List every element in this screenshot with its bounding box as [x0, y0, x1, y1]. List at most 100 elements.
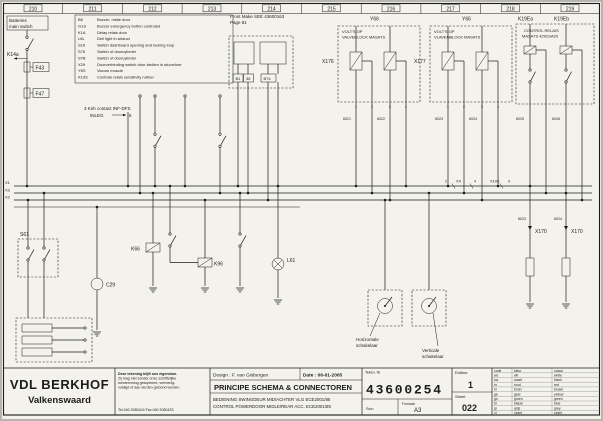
- code-cell: bl: [494, 402, 497, 406]
- note-line1: 3 Knh contact INF-DFS: [84, 106, 131, 111]
- front-pin: B74: [264, 76, 272, 81]
- code-cell: brown: [554, 388, 563, 392]
- bus-label-x3: X3: [5, 187, 11, 192]
- note-arrow-icon: [123, 113, 127, 117]
- block-title: MASATS 4291SA20: [522, 34, 559, 39]
- legend-desc: Controle relais sensitivity rubber: [97, 75, 155, 80]
- bus-lines: X1 X3 X2 2 X4 4 X105 9: [5, 179, 592, 208]
- format-label: Formaat: [402, 402, 415, 406]
- zone-label: 216: [387, 7, 396, 13]
- ground-icon: [149, 287, 157, 293]
- x170-label: X170: [571, 229, 583, 235]
- ground-icon: [526, 303, 534, 309]
- sheet-label: Sheet: [455, 394, 466, 399]
- contact-blade-icon: [44, 249, 51, 260]
- code-cell: ge: [494, 392, 498, 396]
- zone-label: 218: [506, 7, 515, 13]
- connector-arrow-icon: [528, 226, 532, 230]
- relay-tag-k19ea: K19Ea: [518, 17, 533, 23]
- offpage-arrow-icon: [14, 57, 17, 60]
- relay-k96: K96: [197, 200, 223, 293]
- wire-number: 6022: [377, 117, 385, 121]
- zone-ruler: 210 211 212 213 214 215 216 217 218 219: [3, 3, 600, 14]
- code-cell: ws: [494, 374, 498, 378]
- code-cell: zwart: [514, 378, 522, 382]
- vertical-switch-label: schakelaar: [422, 354, 444, 359]
- main-switch-icon: [27, 38, 34, 49]
- door-switches: Horizontale schakelaar Verticale schakel…: [356, 193, 447, 359]
- connector-body-icon: [233, 41, 255, 65]
- legend-code: X29: [78, 62, 86, 67]
- code-cell: violet: [514, 411, 522, 415]
- code-cell: sw: [494, 378, 499, 382]
- connector-body-icon: [259, 41, 287, 65]
- ground-icon: [562, 303, 570, 309]
- code-cell: wit: [514, 374, 518, 378]
- battery-label: main switch: [9, 24, 33, 29]
- wire-number: 6023: [435, 117, 443, 121]
- drawing-number-label: Teken. Nr: [365, 371, 381, 375]
- legend-desc: Dell light in airduct: [97, 36, 131, 41]
- connector-x177-label: X177: [414, 59, 426, 65]
- block-title: VALVEBLOCK MASATS: [342, 35, 385, 40]
- battery-main-switch: Batteries main switch K14a F43 F47: [6, 15, 50, 186]
- code-cell: grey: [554, 406, 561, 410]
- legend-code: S76: [78, 49, 86, 54]
- zone-label: 212: [148, 7, 157, 13]
- code-cell: gr: [494, 406, 498, 410]
- contact-blade-icon: [530, 71, 536, 82]
- ground-icon: [93, 331, 101, 337]
- code-header: colour: [554, 369, 564, 373]
- bus-connector-x105: X105: [490, 179, 500, 184]
- disclaimer-line: Deze tekening blijft ons eigendom.: [118, 372, 177, 376]
- contact-blade-icon: [220, 135, 227, 146]
- vertical-switch-icon: [421, 298, 437, 314]
- zone-label: 215: [327, 7, 336, 13]
- control-relais-block: K19Ea K19Eb CONTROL RELAIS MASATS 4291SA…: [515, 17, 595, 200]
- connector-x176-label: X176: [322, 59, 334, 65]
- wire-number: 6024: [469, 117, 477, 121]
- zone-label: 219: [566, 7, 575, 13]
- wire-number: 6025: [516, 117, 524, 121]
- l61-label: L61: [287, 258, 296, 264]
- code-cell: black: [554, 378, 562, 382]
- bus-pin: 4: [474, 180, 476, 184]
- legend-desc: Switch dashboard opening and locking loo…: [97, 43, 175, 48]
- legend-code: L6L: [78, 36, 85, 41]
- wire-number: 6026: [552, 117, 560, 121]
- zone-label: 210: [29, 7, 38, 13]
- legend-code: K19S: [78, 75, 88, 80]
- zone-label: 214: [267, 7, 276, 13]
- code-cell: groen: [514, 397, 523, 401]
- valve-block-1: Y66 VOLT'S OP VALVEBLOCK MASATS X176 1 2…: [322, 17, 421, 200]
- legend-desc: Delay relais door: [97, 30, 128, 35]
- code-cell: gn: [494, 397, 498, 401]
- disclaimer-line: vuldigd of aan derden getoond worden.: [118, 385, 180, 389]
- ground-icon: [236, 287, 244, 293]
- valve-block-2: Y66 VOLT'S OP VLAVENBLOCK MASATS X177 1 …: [414, 17, 513, 200]
- title-block: VDL BERKHOF Valkenswaard Deze tekening b…: [3, 367, 600, 415]
- code-cell: green: [554, 397, 563, 401]
- bus-connector-x4: X4: [456, 179, 462, 184]
- wire-number: 6021: [343, 117, 351, 121]
- designer-field: Design : F. van Gisbergen: [213, 373, 269, 379]
- legend-code: S16: [78, 43, 86, 48]
- contact-blade-icon: [170, 235, 177, 246]
- terminal-strip: [15, 317, 93, 363]
- code-header: kleur: [514, 369, 522, 373]
- zone-label: 213: [208, 7, 217, 13]
- code-cell: br: [494, 388, 498, 392]
- c29-label: C29: [106, 283, 115, 289]
- switch-s61: S61: [17, 193, 59, 318]
- code-cell: ro: [494, 383, 497, 387]
- contact-blade-icon: [566, 71, 572, 82]
- fuse-f47-label: F47: [36, 92, 45, 98]
- k66-label: K66: [131, 247, 140, 253]
- code-cell: vi: [494, 411, 497, 415]
- zone-label: 217: [446, 7, 455, 13]
- contact-blade-icon: [28, 249, 35, 260]
- legend-desc: Vacum muscle: [97, 68, 124, 73]
- drawing-title: PRINCIPE SCHEMA & CONNECTOREN: [214, 383, 352, 392]
